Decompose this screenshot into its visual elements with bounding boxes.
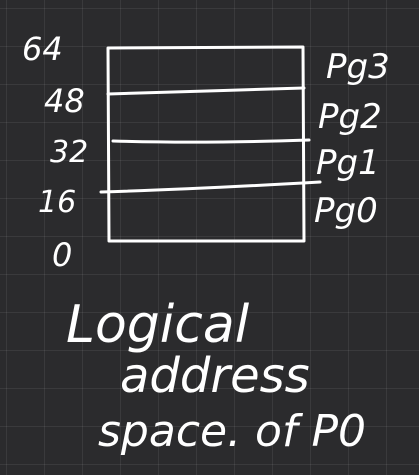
page-label-pg2: Pg2 [318,97,382,137]
address-label-48: 48 [44,82,85,120]
address-label-64: 64 [22,30,63,68]
caption-line-1: Logical [66,295,250,355]
partition-line-48 [106,86,306,96]
partition-line-16 [99,180,322,194]
caption-line-3: space. of P0 [98,406,366,457]
page-label-pg3: Pg3 [326,47,390,87]
page-label-pg1: Pg1 [316,143,380,183]
partition-line-32 [111,138,311,144]
address-label-32: 32 [50,135,88,170]
memory-box [106,45,306,243]
caption-line-2: address [120,348,310,404]
address-label-0: 0 [52,236,72,274]
page-label-pg0: Pg0 [314,191,378,231]
address-label-16: 16 [38,185,76,220]
